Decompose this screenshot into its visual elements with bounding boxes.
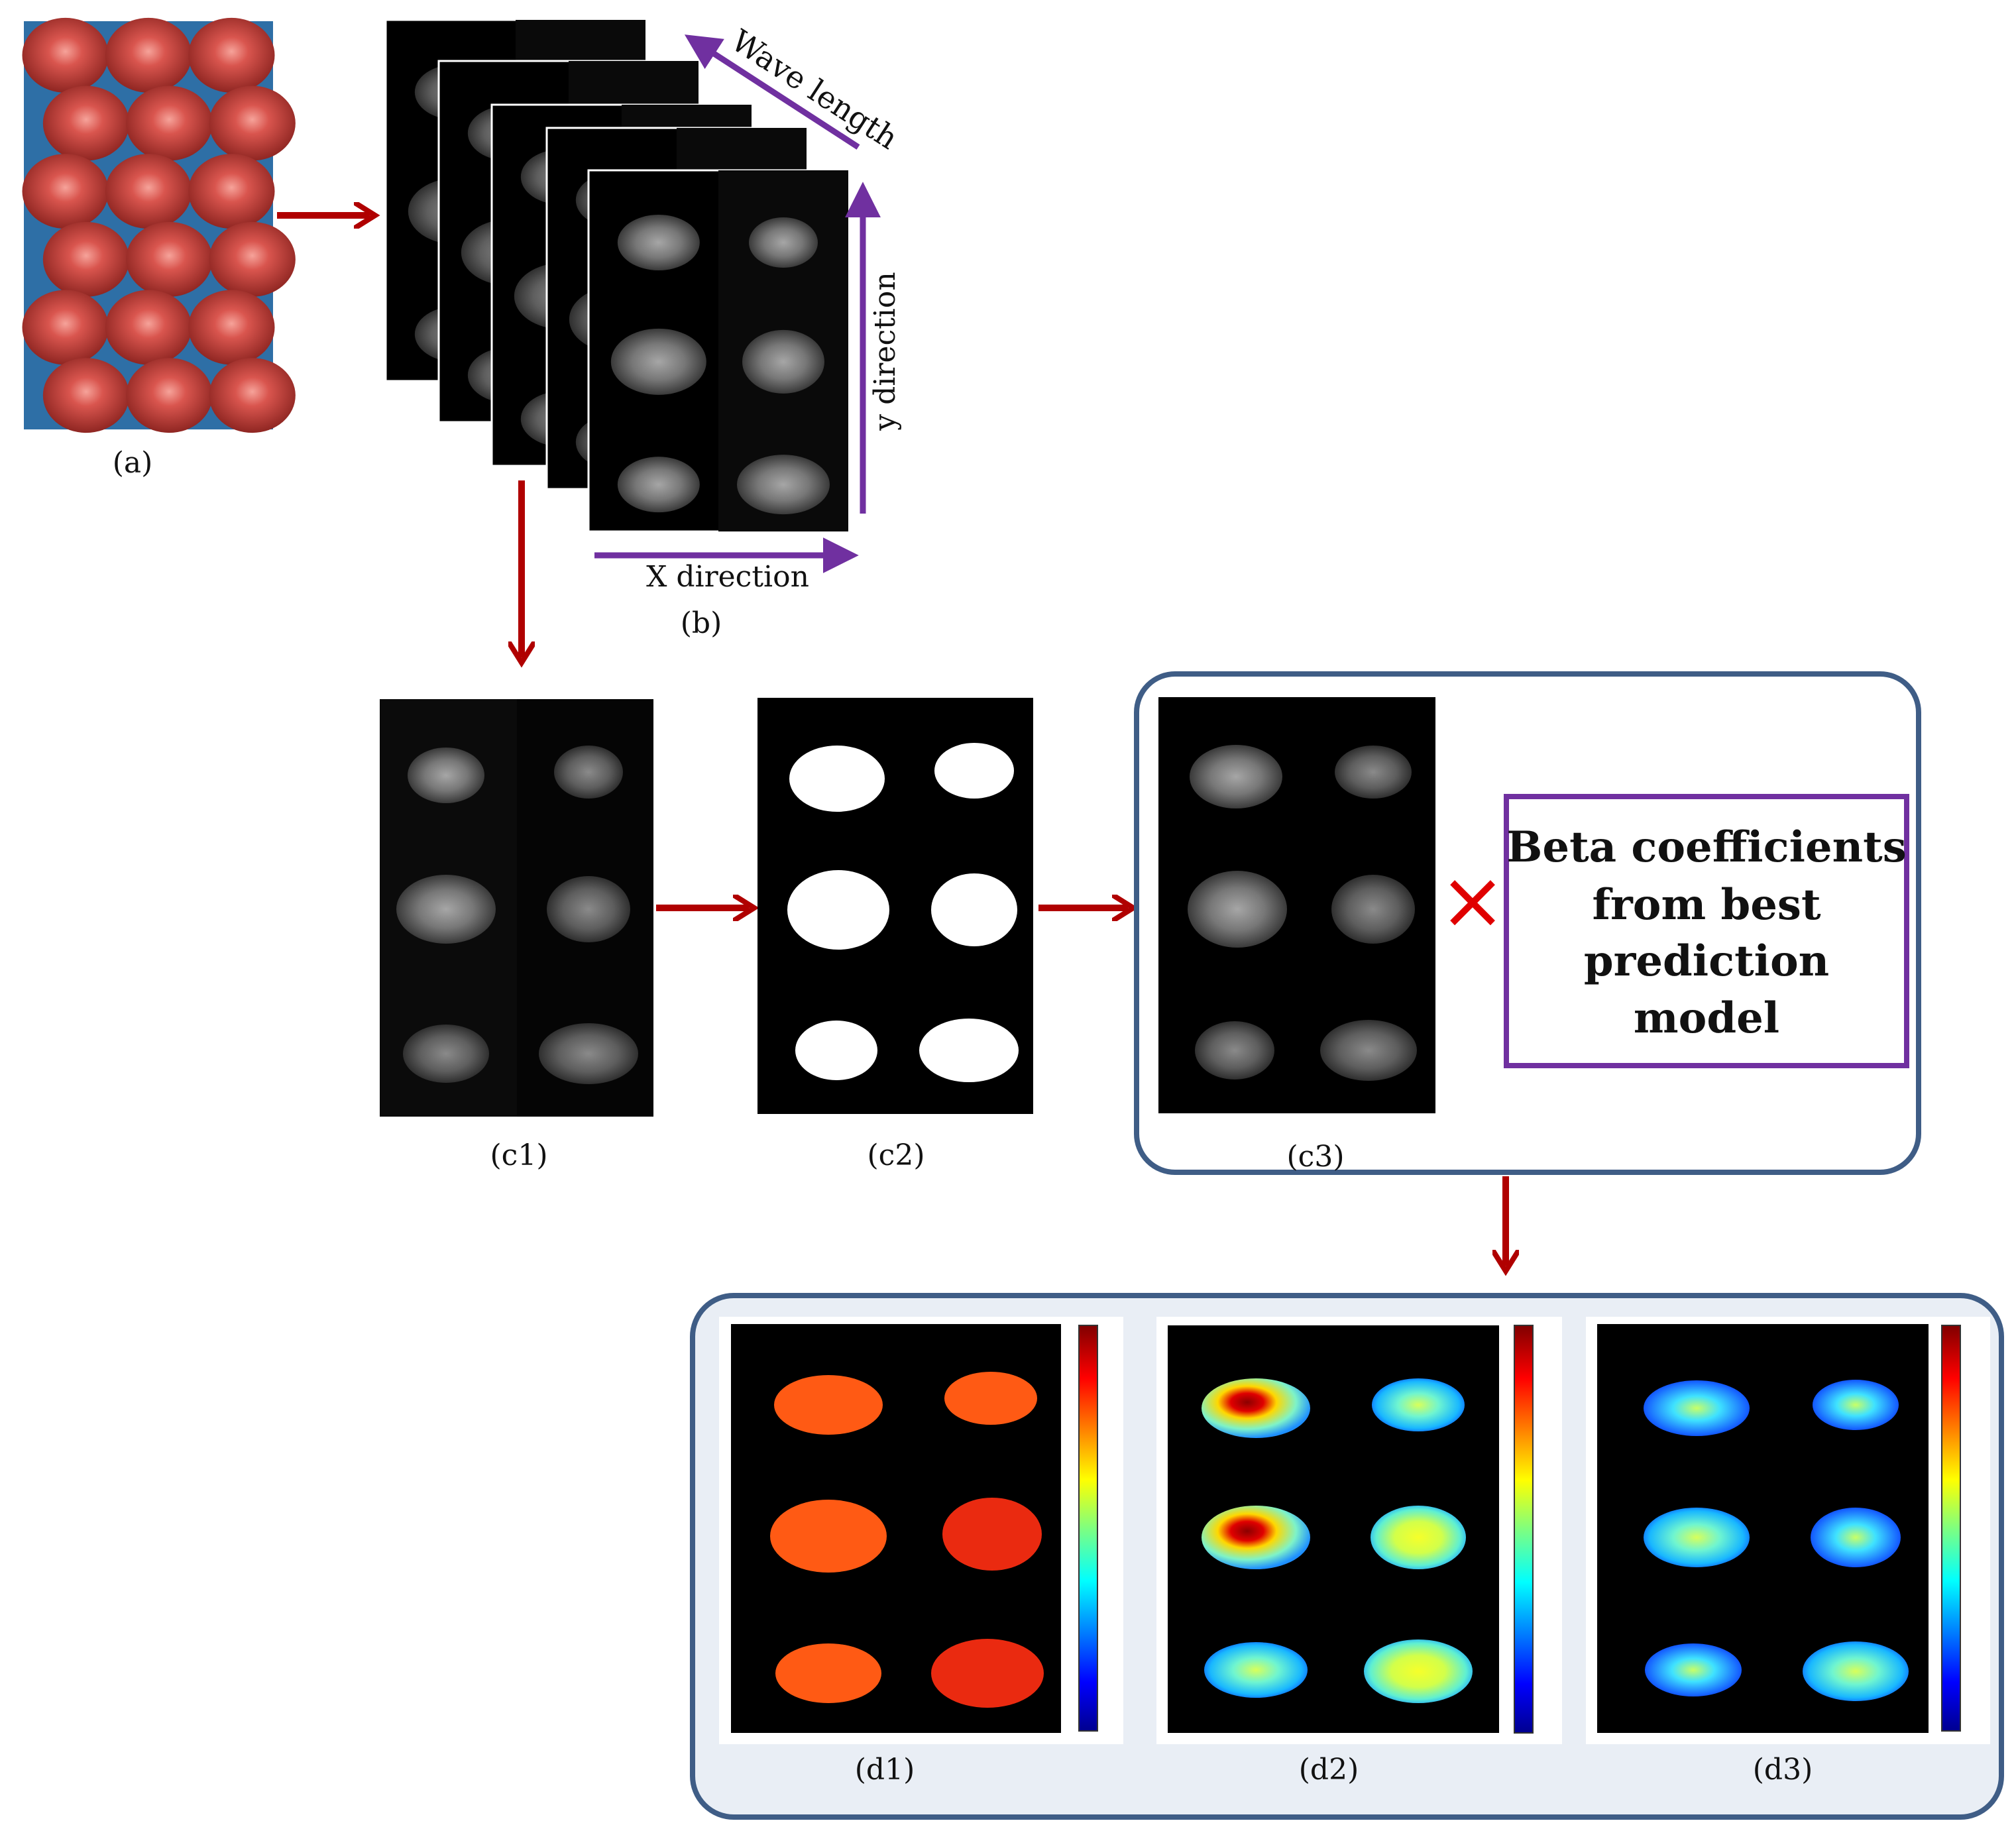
label-c1: (c1) — [490, 1138, 548, 1172]
tomato — [42, 85, 130, 161]
fruit-blob — [737, 455, 830, 515]
tomato — [126, 221, 213, 297]
label-b: (b) — [681, 606, 722, 640]
multiply-sign: × — [1439, 855, 1506, 947]
fruit-blob — [617, 215, 700, 270]
beta-box-line-1: Beta coefficients — [1506, 822, 1906, 872]
tomato — [188, 290, 275, 365]
tomato — [209, 358, 296, 433]
hyperspectral-stack — [384, 19, 850, 533]
tomato-photo — [22, 17, 296, 433]
panel-d1-colormap — [719, 1317, 1123, 1744]
tomato — [105, 290, 192, 365]
tomato — [22, 17, 109, 93]
beta-box-line-2: from best — [1593, 880, 1821, 930]
label-d3: (d3) — [1753, 1753, 1813, 1787]
wavelength-axis-arrow — [684, 34, 860, 150]
tomato — [209, 85, 296, 161]
label-d2: (d2) — [1299, 1753, 1359, 1787]
fruit-blob — [742, 329, 824, 394]
x-axis-label: X direction — [646, 560, 809, 594]
panel-c2-mask — [757, 698, 1033, 1114]
tomato — [188, 17, 275, 93]
panel-c3-masked — [1158, 697, 1435, 1113]
tomato — [22, 154, 109, 229]
tomato — [188, 154, 275, 229]
fruit-blob — [617, 457, 700, 513]
tomato — [22, 290, 109, 365]
fruit-blob — [610, 328, 706, 395]
tomato — [126, 85, 213, 161]
label-c3: (c3) — [1287, 1140, 1345, 1174]
tomato — [42, 358, 130, 433]
beta-box-line-4: model — [1634, 993, 1779, 1043]
tomato — [126, 358, 213, 433]
tomato — [42, 221, 130, 297]
y-axis-label: y direction — [868, 272, 902, 431]
label-a: (a) — [113, 446, 153, 480]
tomato — [209, 221, 296, 297]
tomato — [105, 17, 192, 93]
panel-d2-colormap — [1156, 1317, 1562, 1744]
beta-box-line-3: prediction — [1584, 936, 1829, 986]
panel-c1-grayscale — [380, 699, 653, 1117]
tomato — [105, 154, 192, 229]
label-c2: (c2) — [868, 1138, 925, 1172]
label-d1: (d1) — [855, 1753, 915, 1787]
fruit-blob — [749, 217, 818, 268]
beta-coefficients-box — [1504, 794, 1909, 1068]
panel-d3-colormap — [1586, 1317, 1990, 1744]
